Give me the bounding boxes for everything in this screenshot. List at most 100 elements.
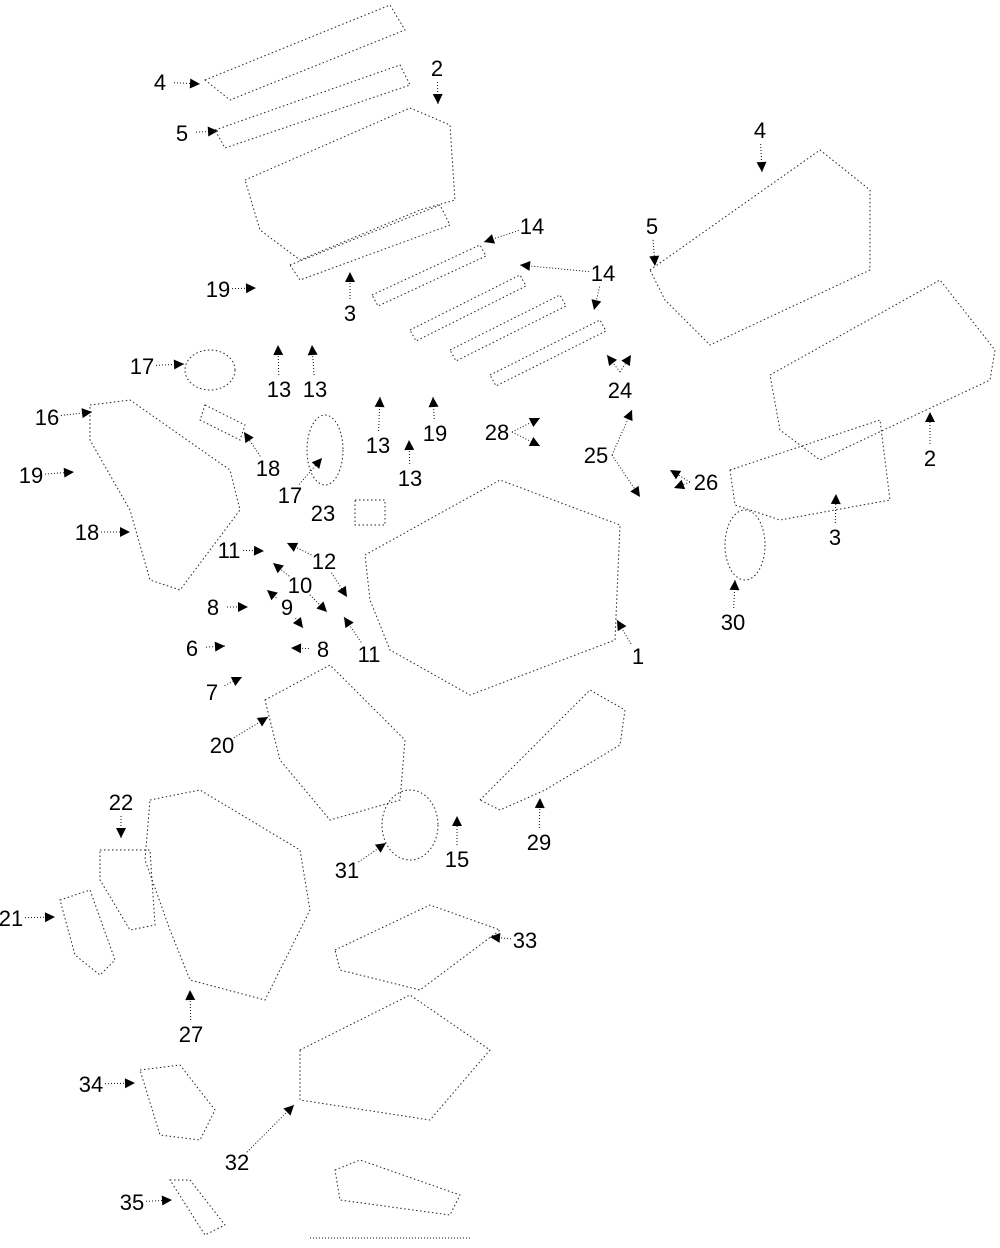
arrow-icon-11 xyxy=(253,545,264,556)
part-camshaft-1 xyxy=(371,244,487,307)
arrow-icon-29 xyxy=(534,798,545,809)
leader-line-24 xyxy=(619,354,632,373)
part-crankshaft xyxy=(479,689,626,811)
callout-label-21: 21 xyxy=(0,906,23,931)
callout-label-16: 16 xyxy=(35,405,59,430)
callout-label-25: 25 xyxy=(584,443,608,468)
callout-label-8: 8 xyxy=(317,637,329,662)
leader-line-33 xyxy=(489,936,512,940)
arrow-icon-22 xyxy=(116,828,126,838)
callout-label-3: 3 xyxy=(344,301,356,326)
arrow-icon-18 xyxy=(120,527,130,537)
leader-line-14 xyxy=(519,264,590,273)
arrow-icon-24 xyxy=(607,355,618,366)
arrow-icon-16 xyxy=(81,408,92,419)
callout-label-13: 13 xyxy=(303,377,327,402)
callout-label-27: 27 xyxy=(179,1022,203,1047)
callout-label-22: 22 xyxy=(109,790,133,815)
callout-label-14: 14 xyxy=(520,214,544,239)
arrow-icon-13 xyxy=(273,345,284,356)
callout-label-4: 4 xyxy=(154,70,166,95)
part-valve-cover-left xyxy=(204,4,406,101)
arrow-icon-12 xyxy=(337,585,347,597)
arrow-icon-8 xyxy=(291,643,302,654)
callout-label-5: 5 xyxy=(176,121,188,146)
part-camshaft-3 xyxy=(449,294,567,362)
part-oil-pan xyxy=(299,994,491,1121)
callout-label-7: 7 xyxy=(206,680,218,705)
arrow-icon-14 xyxy=(591,299,602,310)
leader-line-11 xyxy=(242,549,265,552)
arrow-icon-4 xyxy=(756,161,767,172)
callout-label-33: 33 xyxy=(513,928,537,953)
part-oil-strainer xyxy=(169,1179,226,1236)
arrow-icon-18 xyxy=(244,432,254,444)
callout-label-34: 34 xyxy=(79,1072,103,1097)
part-oil-pump xyxy=(139,1064,216,1141)
callout-label-9: 9 xyxy=(281,595,293,620)
leader-line-19 xyxy=(231,287,257,290)
arrow-icon-21 xyxy=(44,912,55,923)
part-cover-gasket-left xyxy=(214,64,411,149)
callout-label-32: 32 xyxy=(225,1150,249,1175)
callout-label-13: 13 xyxy=(366,433,390,458)
arrow-icon-10 xyxy=(316,601,327,612)
callout-label-20: 20 xyxy=(210,733,234,758)
leader-line-10 xyxy=(272,562,290,577)
callout-label-18: 18 xyxy=(256,456,280,481)
arrow-icon-19 xyxy=(428,397,439,408)
callout-label-13: 13 xyxy=(398,466,422,491)
leader-line-28 xyxy=(511,431,541,447)
part-damper xyxy=(381,789,439,861)
callout-label-19: 19 xyxy=(423,421,447,446)
callout-label-26: 26 xyxy=(694,470,718,495)
arrow-icon-17 xyxy=(311,458,322,469)
arrow-icon-5 xyxy=(649,255,660,266)
arrow-icon-14 xyxy=(520,260,531,271)
arrow-icon-25 xyxy=(630,485,640,497)
leader-line-13 xyxy=(408,439,411,465)
leader-line-11 xyxy=(343,616,362,643)
callout-label-4: 4 xyxy=(754,118,766,143)
callout-label-14: 14 xyxy=(591,261,615,286)
part-pulley xyxy=(59,889,116,976)
arrow-icon-3 xyxy=(345,272,355,282)
callout-label-28: 28 xyxy=(485,420,509,445)
part-engine-block xyxy=(364,479,621,696)
callout-label-13: 13 xyxy=(267,377,291,402)
arrow-icon-27 xyxy=(185,990,196,1001)
part-sprocket xyxy=(184,349,236,391)
leader-line-24 xyxy=(606,354,621,373)
arrow-icon-9 xyxy=(292,617,303,628)
arrow-icon-8 xyxy=(238,602,248,612)
leader-lines xyxy=(24,81,931,1202)
part-oil-pan-upper xyxy=(334,904,502,991)
callout-label-5: 5 xyxy=(646,214,658,239)
arrow-icon-34 xyxy=(124,1078,135,1089)
arrow-icon-2 xyxy=(925,412,935,422)
callout-label-17: 17 xyxy=(130,354,154,379)
callout-label-2: 2 xyxy=(924,446,936,471)
arrow-icon-35 xyxy=(161,1195,172,1206)
part-tensioner xyxy=(306,414,344,486)
leader-line-21 xyxy=(24,916,56,919)
callout-label-19: 19 xyxy=(19,463,43,488)
arrow-icon-5 xyxy=(207,126,218,137)
leader-line-25 xyxy=(611,409,633,456)
part-timing-chain xyxy=(89,399,241,591)
leader-line-32 xyxy=(246,1104,295,1153)
arrow-icon-13 xyxy=(374,397,385,408)
arrow-icon-13 xyxy=(307,345,318,356)
arrow-icon-33 xyxy=(490,932,501,943)
callout-label-2: 2 xyxy=(431,56,443,81)
leader-line-34 xyxy=(104,1082,136,1085)
arrow-icon-25 xyxy=(623,410,633,422)
arrow-icon-10 xyxy=(273,563,284,574)
arrow-icon-19 xyxy=(245,283,256,294)
part-chain-guide xyxy=(199,404,246,441)
part-oil-pan-lower xyxy=(334,1159,461,1216)
leader-line-29 xyxy=(538,797,541,829)
leader-line-14 xyxy=(593,286,601,311)
